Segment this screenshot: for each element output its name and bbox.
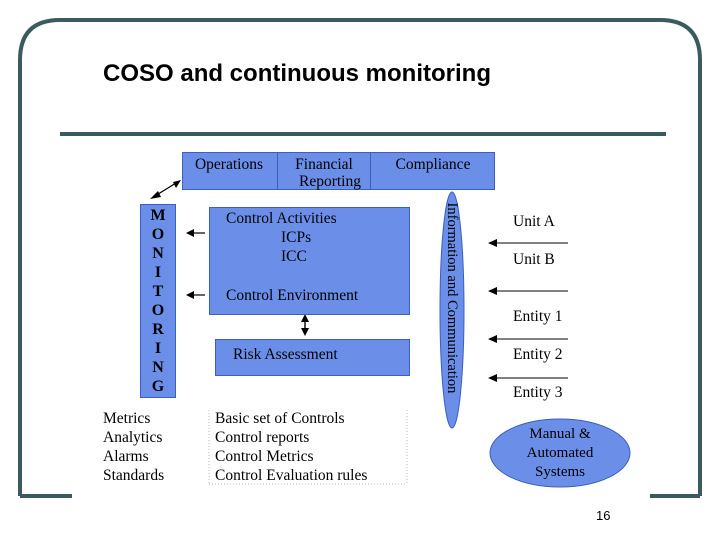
objective-divider-2 [370, 152, 371, 190]
monitoring-letter: G [151, 378, 165, 395]
systems-ellipse [489, 418, 631, 488]
objective-operations: Operations [194, 156, 263, 173]
control-activities-label: Control Activities [226, 210, 337, 227]
monitoring-letter: N [152, 245, 164, 262]
monitoring-letter: T [152, 283, 164, 300]
objective-financial-line2: Reporting [299, 173, 361, 190]
slide-title: COSO and continuous monitoring [103, 60, 491, 87]
monitoring-tool-item: Analytics [103, 429, 163, 446]
icc-label: ICC [281, 248, 307, 265]
systems-line2: Automated [526, 445, 594, 461]
systems-label: Manual & Automated Systems [490, 425, 630, 482]
monitoring-box [140, 204, 176, 398]
control-item: Control Evaluation rules [215, 467, 368, 484]
unit-arrows [488, 239, 568, 382]
icps-label: ICPs [281, 229, 312, 246]
monitoring-letter: O [151, 226, 165, 243]
monitoring-letter: O [151, 302, 165, 319]
risk-assessment-label: Risk Assessment [233, 346, 338, 363]
control-environment-label: Control Environment [226, 287, 359, 304]
monitoring-tool-item: Standards [103, 467, 165, 484]
risk-assessment-box [215, 339, 410, 376]
unit-a-label: Unit A [513, 213, 555, 230]
control-item: Control reports [215, 429, 310, 446]
monitoring-objectives-arrow [150, 180, 181, 199]
unit-b-label: Unit B [513, 251, 555, 268]
objective-financial: Financial Reporting [278, 152, 370, 190]
systems-line1: Manual & [529, 426, 591, 442]
control-item: Basic set of Controls [215, 410, 345, 427]
arrow-icps-to-monitoring [186, 229, 205, 237]
page-number: 16 [596, 508, 611, 523]
info-comm-label: Information and Communication [444, 202, 460, 394]
monitoring-tool-item: Metrics [103, 410, 151, 427]
monitoring-letter: N [152, 359, 164, 376]
control-activities-box [209, 207, 410, 315]
monitoring-letter: I [154, 340, 162, 357]
frame-top-right [60, 18, 702, 496]
monitoring-tool-item: Alarms [103, 448, 149, 465]
monitoring-letter: M [150, 207, 166, 224]
env-risk-arrow [301, 314, 309, 336]
entity-3-label: Entity 3 [513, 384, 563, 401]
objectives-bar [182, 152, 495, 190]
control-item: Control Metrics [215, 448, 314, 465]
objective-compliance: Compliance [395, 156, 471, 173]
entity-2-label: Entity 2 [513, 346, 563, 363]
objective-financial-line1: Financial [295, 156, 353, 173]
arrow-env-to-monitoring [186, 291, 205, 299]
monitoring-letter: I [154, 264, 162, 281]
frame-top-left [18, 18, 61, 496]
objective-divider-1 [277, 152, 278, 190]
entity-1-label: Entity 1 [513, 308, 563, 325]
info-comm-ellipse [439, 191, 465, 429]
monitoring-letter: R [152, 321, 164, 338]
systems-line3: Systems [534, 464, 585, 480]
